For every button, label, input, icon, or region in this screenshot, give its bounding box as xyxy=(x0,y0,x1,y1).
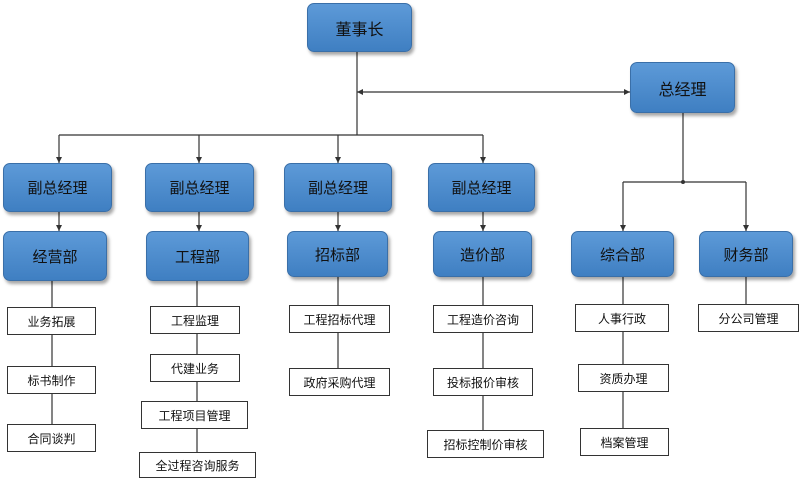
operations-item-3: 合同谈判 xyxy=(7,424,96,452)
engineering-item-4: 全过程咨询服务 xyxy=(139,452,256,478)
chairman-node: 董事长 xyxy=(307,3,412,52)
finance-item-1: 分公司管理 xyxy=(698,304,799,332)
finance-dept-node: 财务部 xyxy=(699,231,793,277)
costing-item-2: 投标报价审核 xyxy=(433,368,533,396)
costing-dept-node: 造价部 xyxy=(433,231,532,277)
costing-item-1: 工程造价咨询 xyxy=(433,305,533,333)
vice-gm-node-1: 副总经理 xyxy=(3,163,112,212)
engineering-item-3: 工程项目管理 xyxy=(141,401,248,429)
admin-dept-node: 综合部 xyxy=(571,231,674,277)
admin-item-1: 人事行政 xyxy=(575,304,669,332)
tendering-item-2: 政府采购代理 xyxy=(289,368,390,396)
admin-item-3: 档案管理 xyxy=(580,428,669,456)
engineering-item-2: 代建业务 xyxy=(150,354,240,382)
operations-item-2: 标书制作 xyxy=(7,366,96,394)
general-manager-node: 总经理 xyxy=(630,62,735,113)
tendering-dept-node: 招标部 xyxy=(287,231,388,277)
vice-gm-node-4: 副总经理 xyxy=(428,163,535,212)
engineering-dept-node: 工程部 xyxy=(146,231,249,281)
admin-item-2: 资质办理 xyxy=(578,364,669,392)
operations-item-1: 业务拓展 xyxy=(7,307,96,335)
vice-gm-node-2: 副总经理 xyxy=(145,163,254,212)
costing-item-3: 招标控制价审核 xyxy=(427,430,544,458)
tendering-item-1: 工程招标代理 xyxy=(289,305,390,333)
operations-dept-node: 经营部 xyxy=(3,231,107,281)
engineering-item-1: 工程监理 xyxy=(150,306,240,334)
vice-gm-node-3: 副总经理 xyxy=(284,163,392,212)
